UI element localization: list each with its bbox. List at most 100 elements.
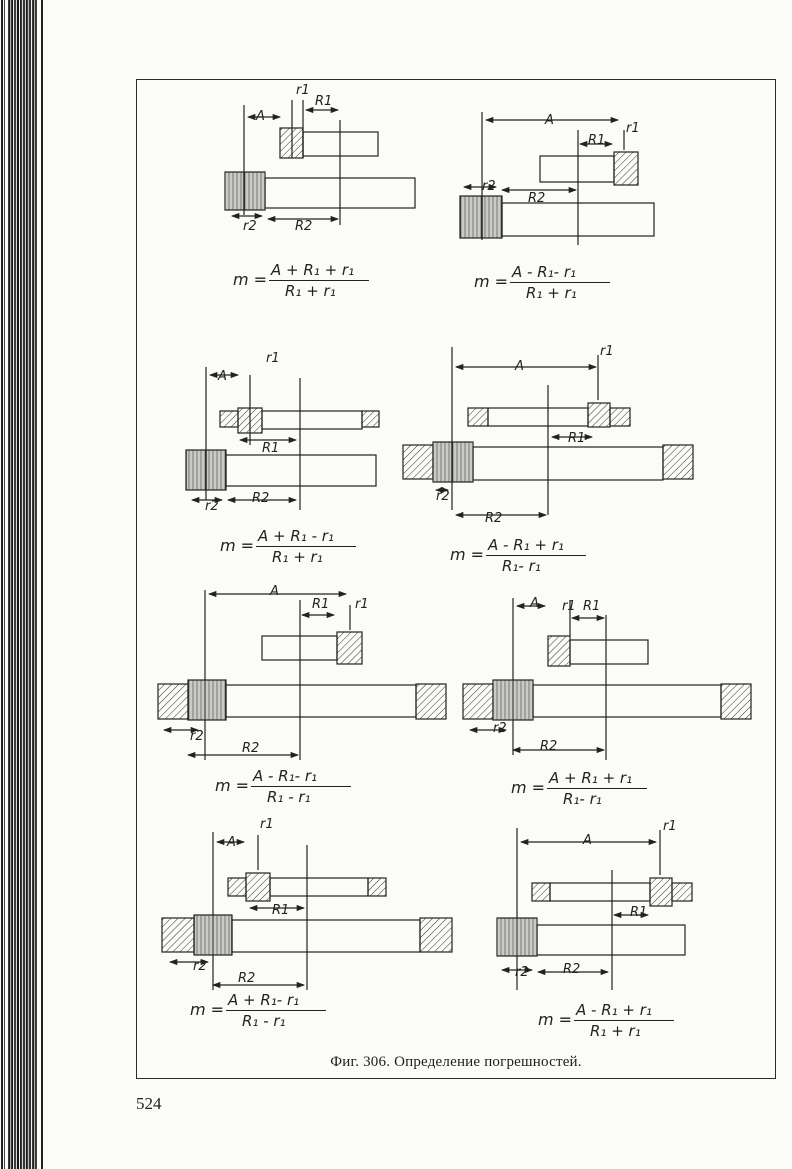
label-r2: r2 xyxy=(482,179,496,194)
end-grain-block xyxy=(432,441,474,483)
label-A: A xyxy=(530,596,539,611)
hatched-block xyxy=(336,631,363,665)
hatched-end xyxy=(415,683,447,720)
fraction-bar xyxy=(251,786,351,788)
label-r2: r2 xyxy=(493,721,507,736)
formula-denominator: R₁ + r₁ xyxy=(272,548,323,566)
formula-lhs: m = xyxy=(190,1000,225,1019)
formula-lhs: m = xyxy=(474,272,509,291)
lower-bar xyxy=(532,684,722,718)
upper-bar xyxy=(549,882,651,902)
label-R2: R2 xyxy=(528,191,546,206)
fraction-bar xyxy=(547,788,647,790)
label-R1: R1 xyxy=(312,597,330,612)
label-r1: r1 xyxy=(260,817,274,832)
label-R2: R2 xyxy=(295,219,313,234)
upper-bar xyxy=(261,410,363,430)
hatched-block xyxy=(649,877,673,907)
label-r1: r1 xyxy=(562,599,576,614)
formula-numerator: A - R₁ + r₁ xyxy=(576,1001,652,1019)
formula-denominator: R₁- r₁ xyxy=(563,790,602,808)
hatched-block xyxy=(547,635,571,667)
label-R1: R1 xyxy=(262,441,280,456)
label-A: A xyxy=(545,113,554,128)
binding-shadow xyxy=(8,0,36,1169)
label-R1: R1 xyxy=(588,133,606,148)
label-A: A xyxy=(227,835,236,850)
lower-bar xyxy=(472,446,664,481)
label-r2: r2 xyxy=(193,959,207,974)
label-R2: R2 xyxy=(238,971,256,986)
hatched-end xyxy=(531,882,551,902)
label-R2: R2 xyxy=(242,741,260,756)
formula-numerator: A + R₁ + r₁ xyxy=(549,769,633,787)
label-r1: r1 xyxy=(663,819,677,834)
label-r2: r2 xyxy=(205,499,219,514)
label-R2: R2 xyxy=(563,962,581,977)
formula-numerator: A - R₁ + r₁ xyxy=(488,536,564,554)
end-grain-block xyxy=(187,679,227,721)
label-A: A xyxy=(515,359,524,374)
hatched-end xyxy=(227,877,247,897)
fraction-bar xyxy=(574,1020,674,1022)
formula-denominator: R₁- r₁ xyxy=(502,557,541,575)
label-R1: R1 xyxy=(315,94,333,109)
formula-lhs: m = xyxy=(215,776,250,795)
label-A: A xyxy=(270,584,279,599)
label-r2: r2 xyxy=(190,729,204,744)
formula-denominator: R₁ + r₁ xyxy=(526,284,577,302)
hatched-end xyxy=(161,917,195,953)
label-r2: r2 xyxy=(243,219,257,234)
formula-lhs: m = xyxy=(220,536,255,555)
formula-denominator: R₁ - r₁ xyxy=(242,1012,286,1030)
hatched-end xyxy=(720,683,752,720)
lower-bar xyxy=(225,684,417,718)
upper-bar xyxy=(269,877,369,897)
hatched-end xyxy=(219,410,239,428)
hatched-end xyxy=(662,444,694,480)
lower-bar xyxy=(231,919,421,953)
label-r2: r2 xyxy=(436,489,450,504)
label-R2: R2 xyxy=(540,739,558,754)
hatched-end xyxy=(419,917,453,953)
formula-lhs: m = xyxy=(538,1010,573,1029)
label-R2: R2 xyxy=(485,511,503,526)
label-r1: r1 xyxy=(626,121,640,136)
label-R1: R1 xyxy=(272,903,290,918)
label-A: A xyxy=(218,369,227,384)
formula-numerator: A - R₁- r₁ xyxy=(253,767,318,785)
fraction-bar xyxy=(269,280,369,282)
formula-lhs: m = xyxy=(450,545,485,564)
hatched-end xyxy=(157,683,189,720)
hatched-block xyxy=(587,402,611,428)
fraction-bar xyxy=(510,282,610,284)
formula-numerator: A + R₁- r₁ xyxy=(228,991,300,1009)
upper-bar xyxy=(487,407,589,427)
formula-denominator: R₁ + r₁ xyxy=(285,282,336,300)
hatched-end xyxy=(361,410,380,428)
label-r1: r1 xyxy=(266,351,280,366)
label-A: A xyxy=(583,833,592,848)
formula-lhs: m = xyxy=(233,270,268,289)
hatched-end xyxy=(609,407,631,427)
lower-bar xyxy=(536,924,686,956)
fraction-bar xyxy=(486,555,586,557)
label-R1: R1 xyxy=(630,905,648,920)
label-R1: R1 xyxy=(583,599,601,614)
figure-caption: Фиг. 306. Определение погрешностей. xyxy=(330,1054,582,1070)
end-grain-block xyxy=(459,195,503,239)
label-R2: R2 xyxy=(252,491,270,506)
label-R1: R1 xyxy=(568,431,586,446)
upper-bar xyxy=(539,155,615,183)
label-r1: r1 xyxy=(296,83,310,98)
upper-bar xyxy=(569,639,649,665)
hatched-end xyxy=(367,877,387,897)
formula-denominator: R₁ + r₁ xyxy=(590,1022,641,1040)
lower-bar xyxy=(225,454,377,487)
hatched-block xyxy=(613,151,639,186)
end-grain-block xyxy=(224,171,266,211)
label-A: A xyxy=(256,109,265,124)
figure-frame xyxy=(136,79,776,1079)
page-number: 524 xyxy=(136,1094,162,1113)
